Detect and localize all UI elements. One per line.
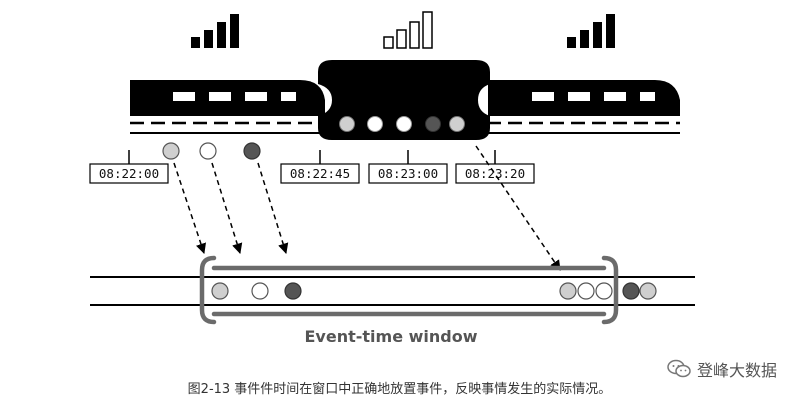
timestamp-label: 08:22:45 xyxy=(280,163,360,184)
event-time-window-frame xyxy=(199,255,619,325)
window-label: Event-time window xyxy=(305,327,478,346)
event-stream-lines xyxy=(90,276,695,306)
wechat-icon xyxy=(667,359,691,378)
signal-weak-icon xyxy=(383,11,433,49)
timestamp-label: 08:23:00 xyxy=(368,163,448,184)
train-car-center xyxy=(318,60,490,140)
timestamp-label: 08:22:00 xyxy=(89,163,169,184)
event-light xyxy=(162,142,180,160)
signal-strength-icon xyxy=(191,14,239,48)
signal-strength-icon xyxy=(567,14,615,48)
train-car-right xyxy=(488,80,680,116)
event-time-diagram: 08:22:00 08:22:45 08:23:00 08:23:20 xyxy=(89,11,695,346)
events-outside-window xyxy=(622,282,657,300)
train-car-left xyxy=(130,80,325,116)
watermark: 登峰大数据 xyxy=(667,357,777,381)
placement-arrows xyxy=(173,145,561,271)
timestamp-label: 08:23:20 xyxy=(455,163,535,184)
svg-text:08:23:20: 08:23:20 xyxy=(465,166,525,181)
event-dark xyxy=(243,142,261,160)
figure-caption: 图2-13 事件件时间在窗口中正确地放置事件，反映事情发生的实际情况。 xyxy=(187,382,612,397)
svg-text:08:22:00: 08:22:00 xyxy=(99,166,159,181)
timestamp-ticks xyxy=(128,150,496,164)
events-in-train xyxy=(339,116,465,132)
events-in-window xyxy=(211,282,613,300)
svg-text:08:23:00: 08:23:00 xyxy=(378,166,438,181)
svg-text:08:22:45: 08:22:45 xyxy=(290,166,350,181)
watermark-text: 登峰大数据 xyxy=(696,361,777,380)
event-white xyxy=(199,142,217,160)
